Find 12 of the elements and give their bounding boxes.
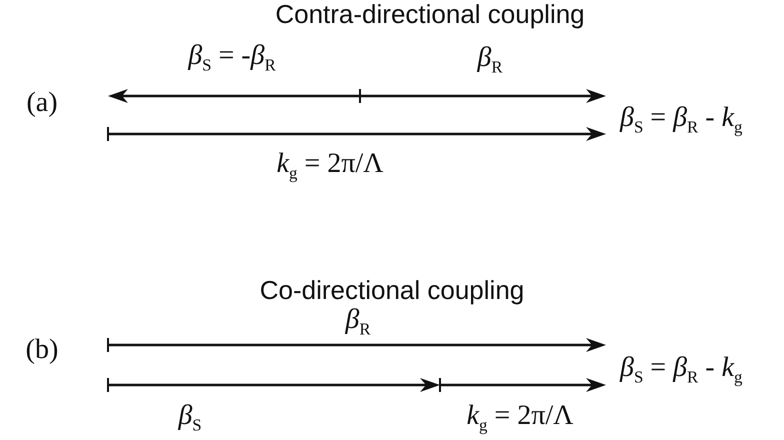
vector-label: β$_{R}$: [345, 306, 371, 338]
equation: β$_{S}$ = -β$_{R}$: [188, 42, 276, 74]
vector-label: β$_{S}$: [178, 402, 202, 434]
equation: k$_{g}$ = 2π/Λ: [276, 150, 384, 182]
panel-heading: Co-directional coupling: [260, 277, 524, 303]
equation: β$_{S}$ = β$_{R}$ - k$_{g}$: [620, 104, 742, 136]
equation: β$_{S}$ = β$_{R}$ - k$_{g}$: [620, 354, 742, 386]
panel-label: (b): [26, 336, 58, 364]
panel-label: (a): [26, 89, 58, 117]
equation: k$_{g}$ = 2π/Λ: [466, 402, 574, 434]
vector-label: β$_{R}$: [477, 44, 503, 76]
panel-heading: Contra-directional coupling: [275, 1, 585, 27]
